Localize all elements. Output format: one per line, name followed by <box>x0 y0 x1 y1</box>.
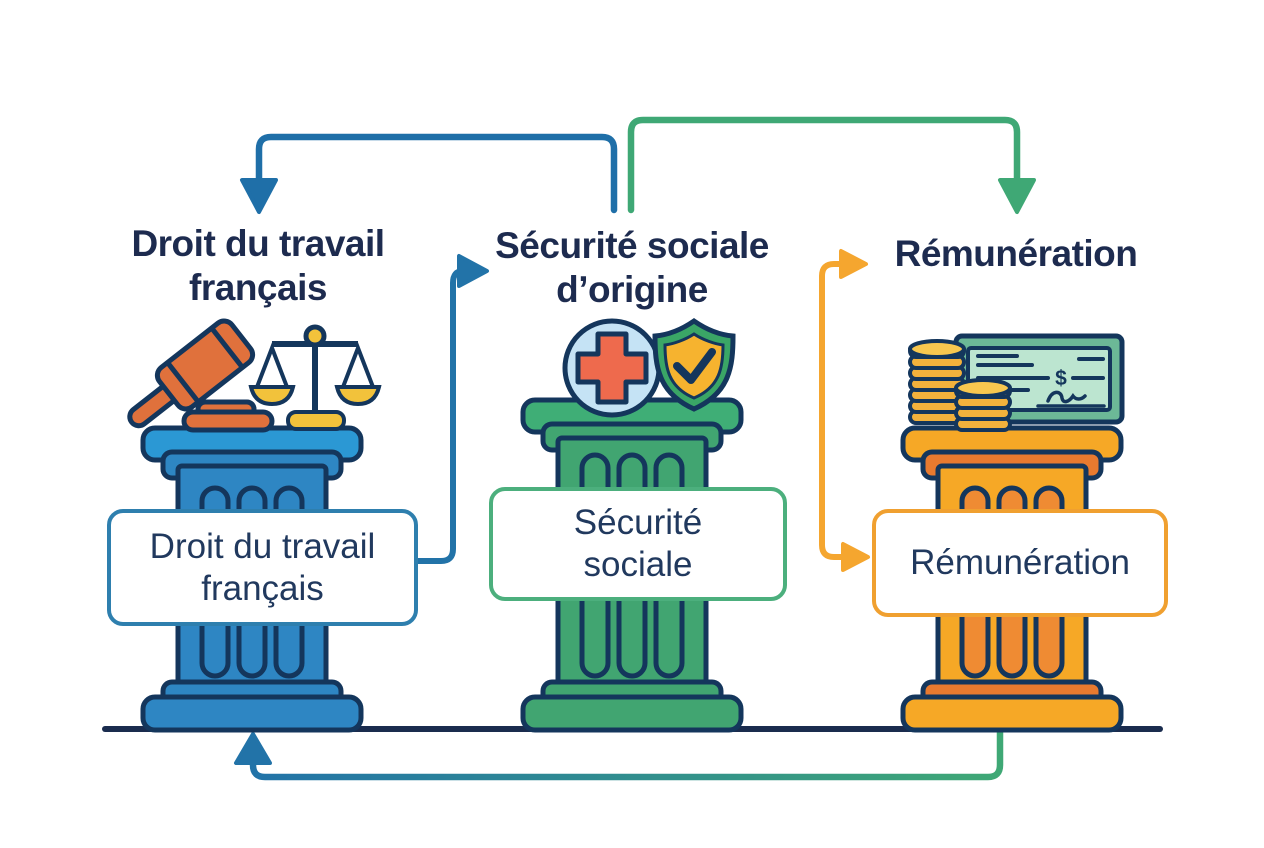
arrowhead-up <box>234 732 272 765</box>
title-line: Rémunération <box>894 233 1138 274</box>
label-line: sociale <box>583 545 693 584</box>
arrowhead-right <box>841 542 870 572</box>
title-securite-sociale: Sécurité sociale d’origine <box>442 224 822 312</box>
arrow-droit-to-securite <box>406 254 489 564</box>
arrowhead-right <box>839 249 868 279</box>
arrowhead-down <box>998 178 1036 214</box>
title-droit-du-travail: Droit du travail français <box>80 222 436 310</box>
arrow-top-to-remuneration <box>627 116 1036 214</box>
coins-icon <box>908 339 1012 432</box>
title-line: français <box>189 267 327 308</box>
label-line: français <box>201 568 324 608</box>
scales-of-justice-icon <box>248 324 382 431</box>
title-line: Droit du travail <box>131 223 385 264</box>
label-line: Rémunération <box>910 543 1130 582</box>
arrowhead-right <box>457 254 489 288</box>
shield-check-icon <box>652 317 736 412</box>
arrowhead-down <box>240 178 278 214</box>
label-line: Sécurité <box>573 503 703 542</box>
medical-cross-icon <box>562 318 662 418</box>
cheque-dollar-symbol: $ <box>1055 367 1067 390</box>
arrow-branch-to-remuneration <box>819 249 870 572</box>
label-box-securite-sociale: Sécurité sociale <box>489 487 787 601</box>
arrow-bottom-return <box>234 727 1004 781</box>
title-line: d’origine <box>556 269 708 310</box>
label-line: Droit du travail <box>149 526 376 566</box>
title-line: Sécurité sociale <box>495 225 769 266</box>
gavel-icon <box>127 318 275 433</box>
label-box-droit-du-travail: Droit du travail français <box>107 509 418 626</box>
title-remuneration: Rémunération <box>826 232 1206 276</box>
label-box-remuneration: Rémunération <box>872 509 1168 617</box>
arrow-top-to-droit <box>240 133 618 214</box>
